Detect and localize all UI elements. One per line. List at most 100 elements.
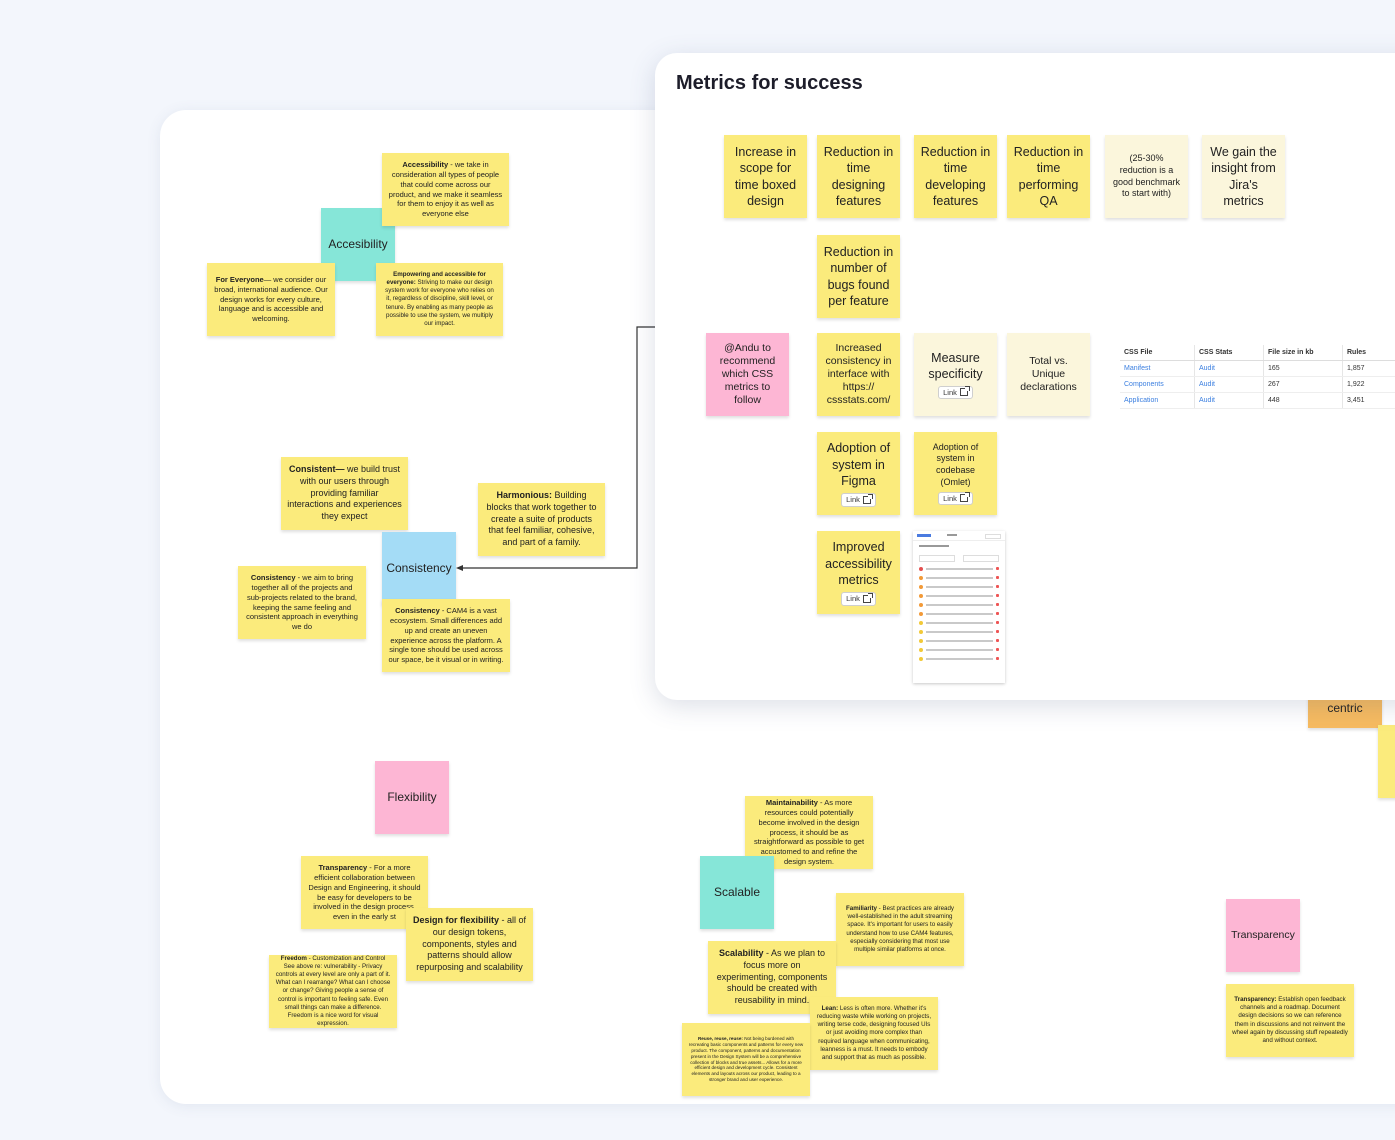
thumbnail-row: [919, 638, 999, 643]
scalability-note-text: Scalability - As we plan to focus more o…: [716, 948, 828, 1006]
metric-andu-text: @Andu to recommend which CSS metrics to …: [719, 341, 776, 407]
accessibility-report-thumbnail[interactable]: [913, 531, 1005, 683]
metric-sticky-consistency[interactable]: Increased consistency in interface with …: [817, 333, 900, 416]
metric-figma-text: Adoption of system in Figma: [826, 441, 891, 489]
css-file-link[interactable]: Components: [1120, 376, 1195, 393]
codebase-link-button[interactable]: Link: [938, 491, 973, 506]
table-header-row: CSS File CSS Stats File size in kb Rules: [1120, 345, 1395, 361]
specificity-link-button[interactable]: Link: [938, 385, 973, 400]
consistency-brand-note-text: Consistency - we aim to bring together a…: [246, 573, 358, 631]
consistent-sticky-note[interactable]: Consistent— we build trust with our user…: [281, 457, 408, 530]
empowering-note-text: Empowering and accessible for everyone: …: [385, 271, 494, 327]
scalable-header-text: Scalable: [713, 885, 761, 899]
file-size-cell: 267: [1263, 376, 1343, 393]
metric-accessibility-text: Improved accessibility metrics: [825, 540, 892, 588]
accessibility-sticky-note[interactable]: Accessibility - we take in consideration…: [382, 153, 509, 226]
offscreen-sticky-note[interactable]: [1378, 725, 1395, 798]
metric-sticky-qa[interactable]: Reduction in time performing QA: [1007, 135, 1090, 218]
metric-sticky-benchmark[interactable]: (25-30% reduction is a good benchmark to…: [1105, 135, 1188, 218]
metric-codebase-text: Adoption of system in codebase (Omlet): [932, 441, 979, 487]
external-link-icon: [959, 492, 970, 503]
accessibility-link-button[interactable]: Link: [841, 591, 876, 606]
audit-link[interactable]: Audit: [1194, 376, 1264, 393]
external-link-icon: [862, 493, 873, 504]
maintainability-sticky-note[interactable]: Maintainability - As more resources coul…: [745, 796, 873, 869]
external-link-icon: [959, 386, 970, 397]
freedom-note-text: Freedom - Customization and Control See …: [275, 955, 391, 1027]
external-link-icon: [862, 592, 873, 603]
metric-sticky-accessibility[interactable]: Improved accessibility metrics Link: [817, 531, 900, 614]
table-header-cell: Rules: [1342, 345, 1395, 361]
accessibility-header-text: Accesibility: [328, 237, 388, 251]
design-flexibility-note-text: Design for flexibility - all of our desi…: [412, 915, 527, 973]
consistent-note-text: Consistent— we build trust with our user…: [287, 464, 402, 522]
audit-link[interactable]: Audit: [1194, 392, 1264, 409]
css-file-link[interactable]: Application: [1120, 392, 1195, 409]
metric-benchmark-text: (25-30% reduction is a good benchmark to…: [1112, 153, 1181, 199]
figma-link-button[interactable]: Link: [841, 492, 876, 507]
scalable-header-sticky[interactable]: Scalable: [700, 856, 774, 929]
thumbnail-row: [919, 611, 999, 616]
accessibility-note-text: Accessibility - we take in consideration…: [388, 160, 503, 218]
metric-scope-text: Increase in scope for time boxed design: [734, 144, 797, 209]
familiarity-note-text: Familiarity - Best practices are already…: [846, 905, 954, 953]
metric-developing-text: Reduction in time developing features: [920, 144, 991, 209]
consistency-brand-sticky-note[interactable]: Consistency - we aim to bring together a…: [238, 566, 366, 639]
metric-declarations-text: Total vs. Unique declarations: [1020, 354, 1077, 394]
panel-title: Metrics for success: [676, 72, 863, 94]
metric-bugs-text: Reduction in number of bugs found per fe…: [823, 244, 894, 309]
metrics-panel[interactable]: Metrics for success Increase in scope fo…: [655, 53, 1395, 700]
reuse-sticky-note[interactable]: Reuse, reuse, reuse: Not being burdened …: [682, 1023, 810, 1096]
thumbnail-topbar: [913, 531, 1005, 541]
metric-sticky-declarations[interactable]: Total vs. Unique declarations: [1007, 333, 1090, 416]
freedom-sticky-note[interactable]: Freedom - Customization and Control See …: [269, 955, 397, 1028]
harmonious-sticky-note[interactable]: Harmonious: Building blocks that work to…: [478, 483, 605, 556]
lean-sticky-note[interactable]: Lean: Less is often more. Whether it's r…: [810, 997, 938, 1070]
metric-qa-text: Reduction in time performing QA: [1013, 144, 1084, 209]
for-everyone-note-text: For Everyone— we consider our broad, int…: [214, 275, 328, 324]
metric-designing-text: Reduction in time designing features: [823, 144, 894, 209]
consistency-header-text: Consistency: [386, 561, 452, 575]
thumbnail-row: [919, 566, 999, 571]
css-stats-table: CSS File CSS Stats File size in kb Rules…: [1120, 345, 1395, 409]
consistency-ecosystem-sticky-note[interactable]: Consistency - CAM4 is a vast ecosystem. …: [382, 599, 510, 672]
for-everyone-sticky-note[interactable]: For Everyone— we consider our broad, int…: [207, 263, 335, 336]
design-flexibility-sticky-note[interactable]: Design for flexibility - all of our desi…: [406, 908, 533, 981]
lean-note-text: Lean: Less is often more. Whether it's r…: [816, 1005, 932, 1061]
audit-link[interactable]: Audit: [1194, 360, 1264, 377]
centric-header-text: centric: [1327, 700, 1363, 715]
metric-sticky-bugs[interactable]: Reduction in number of bugs found per fe…: [817, 235, 900, 318]
metric-sticky-developing[interactable]: Reduction in time developing features: [914, 135, 997, 218]
maintainability-note-text: Maintainability - As more resources coul…: [753, 798, 865, 866]
css-file-link[interactable]: Manifest: [1120, 360, 1195, 377]
metric-sticky-figma[interactable]: Adoption of system in Figma Link: [817, 432, 900, 515]
thumbnail-row: [919, 647, 999, 652]
metric-sticky-designing[interactable]: Reduction in time designing features: [817, 135, 900, 218]
empowering-sticky-note[interactable]: Empowering and accessible for everyone: …: [376, 263, 503, 336]
thumbnail-row: [919, 575, 999, 580]
metric-sticky-jira[interactable]: We gain the insight from Jira's metrics: [1202, 135, 1285, 218]
transparency-header-sticky[interactable]: Transparency: [1226, 899, 1300, 972]
metric-sticky-codebase[interactable]: Adoption of system in codebase (Omlet) L…: [914, 432, 997, 515]
table-row: Manifest Audit 165 1,857: [1120, 360, 1395, 377]
consistency-ecosystem-note-text: Consistency - CAM4 is a vast ecosystem. …: [388, 606, 504, 664]
metric-sticky-andu[interactable]: @Andu to recommend which CSS metrics to …: [706, 333, 789, 416]
transparency-sticky-note[interactable]: Transparency: Establish open feedback ch…: [1226, 984, 1354, 1057]
metric-sticky-scope[interactable]: Increase in scope for time boxed design: [724, 135, 807, 218]
table-header-cell: CSS Stats: [1194, 345, 1264, 361]
table-header-cell: CSS File: [1120, 345, 1195, 361]
transparency-note-text: Transparency: Establish open feedback ch…: [1232, 996, 1348, 1044]
metric-sticky-specificity[interactable]: Measure specificity Link: [914, 333, 997, 416]
thumbnail-row: [919, 656, 999, 661]
metric-consistency-text: Increased consistency in interface with …: [825, 341, 892, 407]
transparency-dev-note-text: Transparency - For a more efficient coll…: [308, 863, 421, 921]
rules-cell: 1,857: [1342, 360, 1395, 377]
familiarity-sticky-note[interactable]: Familiarity - Best practices are already…: [836, 893, 964, 966]
thumbnail-heading: [919, 545, 949, 547]
transparency-header-text: Transparency: [1231, 928, 1295, 941]
consistency-header-sticky[interactable]: Consistency: [382, 532, 456, 605]
flexibility-header-sticky[interactable]: Flexibility: [375, 761, 449, 834]
file-size-cell: 165: [1263, 360, 1343, 377]
thumbnail-filters: [919, 555, 999, 562]
table-row: Application Audit 448 3,451: [1120, 392, 1395, 409]
